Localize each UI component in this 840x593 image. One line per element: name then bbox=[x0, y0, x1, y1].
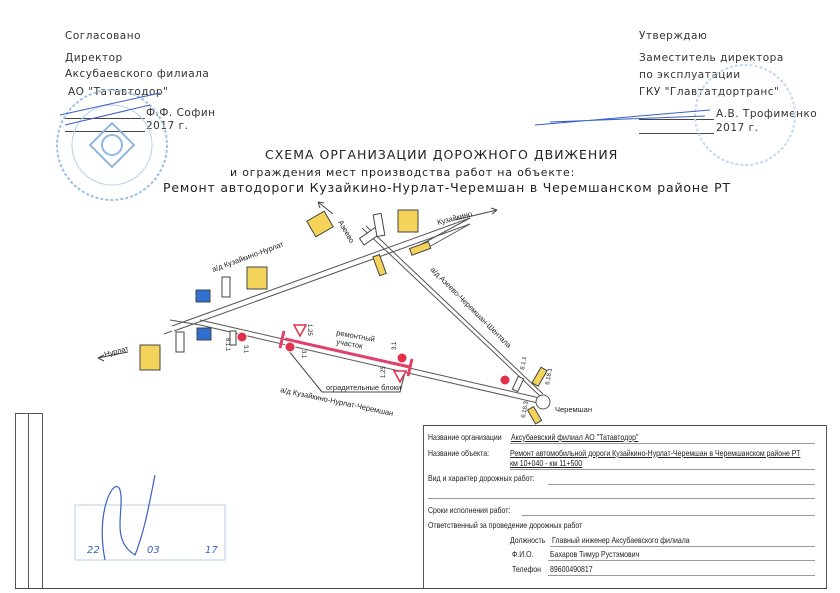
approval-left-org: АО "Татавтодор" bbox=[68, 86, 169, 98]
sign-label: 6.18.1 bbox=[545, 367, 554, 385]
works-label: Вид и характер дорожных работ: bbox=[428, 473, 535, 483]
label-nurlat: Нурлат bbox=[103, 344, 130, 359]
sign-label: 8.1.1 bbox=[520, 356, 528, 371]
approval-left-position: Директор bbox=[65, 52, 123, 64]
title-line1: СХЕМА ОРГАНИЗАЦИИ ДОРОЖНОГО ДВИЖЕНИЯ bbox=[265, 147, 619, 162]
sign-8-1-1-icon bbox=[229, 330, 237, 346]
detour-sign-icon bbox=[306, 210, 334, 238]
label-azeevo: Азеево bbox=[336, 219, 356, 245]
sign-label: 1.25 bbox=[306, 324, 312, 336]
label-kuzaikino: Кузайкино bbox=[436, 209, 473, 227]
sign-6-18-1-icon bbox=[531, 366, 548, 387]
label-barrier-blocks: оградительные блоки bbox=[326, 383, 401, 392]
approval-right-org: ГКУ "Главтатдортранс" bbox=[639, 86, 780, 98]
approval-right-dept: по эксплуатации bbox=[639, 69, 741, 81]
signature-stamp bbox=[74, 474, 226, 561]
approval-left-year: 2017 г. bbox=[146, 120, 189, 132]
org-label: Название организации bbox=[428, 432, 502, 442]
road-azeevo-cheremshan-shentala bbox=[361, 225, 544, 397]
repair-section bbox=[284, 337, 411, 369]
traffic-scheme-diagram: Азеево Кузайкино Нурлат Черемшан а/д Куз… bbox=[97, 201, 592, 425]
org-value: Аксубаевский филиал АО "Татавтодор" bbox=[511, 432, 639, 442]
sign-label: 3.1 bbox=[242, 345, 248, 354]
no-entry-sign-icon bbox=[499, 374, 511, 386]
sign-8-1-1-icon bbox=[372, 253, 387, 277]
name-value: Бахаров Тимур Рустэмович bbox=[550, 549, 640, 559]
approval-left-branch: Аксубаевского филиала bbox=[65, 68, 210, 80]
sign-label: 6.18.3 bbox=[521, 400, 530, 418]
sign-label: 1.25 bbox=[381, 366, 387, 378]
detour-sign-icon bbox=[246, 266, 268, 290]
terms-label: Сроки исполнения работ: bbox=[428, 505, 511, 515]
no-entry-sign-icon bbox=[236, 331, 248, 343]
sign-8-1-1-icon bbox=[408, 241, 432, 256]
direction-sign-icon bbox=[195, 289, 211, 303]
round-seal-right bbox=[534, 64, 796, 166]
road-works-sign-icon bbox=[392, 370, 408, 384]
approval-right-year: 2017 г. bbox=[716, 122, 759, 134]
sign-label: 3.1 bbox=[392, 341, 398, 350]
sign-label: 8.1.1 bbox=[224, 338, 230, 352]
sign-8-1-1-icon bbox=[221, 276, 231, 298]
position-value: Главный инженер Аксубаевского филиала bbox=[552, 535, 690, 545]
roundabout bbox=[535, 394, 551, 410]
road-kuzaikino-nurlat bbox=[171, 217, 471, 332]
stamp-day: 22 bbox=[87, 545, 100, 556]
responsible-label: Ответственный за проведение дорожных раб… bbox=[428, 520, 583, 530]
arrow-azeevo bbox=[317, 201, 334, 215]
road-works-sign-icon bbox=[292, 324, 308, 338]
title-line3: Ремонт автодороги Кузайкино-Нурлат-Черем… bbox=[163, 180, 731, 195]
arrow-nurlat bbox=[97, 351, 129, 362]
frame-stamp-column bbox=[15, 413, 43, 589]
detour-sign-icon bbox=[139, 344, 161, 371]
no-entry-sign-icon bbox=[284, 341, 296, 353]
approval-right-signatory: А.В. Трофименко bbox=[716, 108, 818, 120]
name-label: Ф.И.О. bbox=[512, 549, 534, 559]
round-seal-left bbox=[56, 89, 168, 201]
phone-label: Телефон bbox=[512, 564, 541, 574]
detour-sign-icon bbox=[397, 209, 419, 233]
stamp-month: 03 bbox=[147, 545, 160, 556]
sign-8-1-1-icon bbox=[175, 331, 185, 353]
sign-label: 3.1 bbox=[300, 350, 306, 359]
approval-left-signatory: Ф.Ф. Софин bbox=[146, 107, 216, 119]
label-cheremshan: Черемшан bbox=[555, 405, 592, 414]
object-km: км 10+040 - км 11+500 bbox=[510, 458, 583, 468]
object-value: Ремонт автомобильной дороги Кузайкино-Ну… bbox=[510, 448, 801, 458]
arrow-kuzaikino bbox=[454, 207, 498, 221]
position-label: Должность bbox=[510, 535, 546, 545]
sign-6-18-3-icon bbox=[526, 405, 543, 425]
approval-right-position: Заместитель директора bbox=[639, 52, 784, 64]
barrier-leader bbox=[287, 349, 406, 393]
no-entry-sign-icon bbox=[396, 352, 408, 364]
direction-sign-icon bbox=[196, 327, 212, 341]
sign-8-1-1-icon bbox=[372, 212, 386, 238]
approval-right-heading: Утверждаю bbox=[639, 30, 708, 42]
title-line2: и ограждения мест производства работ на … bbox=[230, 166, 576, 179]
approval-left-heading: Согласовано bbox=[65, 30, 142, 42]
stamp-year: 17 bbox=[205, 545, 218, 556]
label-road-azeevo: а/д Азеево-Черемшан-Шентала bbox=[429, 265, 514, 350]
phone-value: 89600490817 bbox=[550, 564, 593, 574]
sign-8-1-1-icon bbox=[511, 375, 525, 393]
object-label: Название объекта: bbox=[428, 448, 490, 458]
